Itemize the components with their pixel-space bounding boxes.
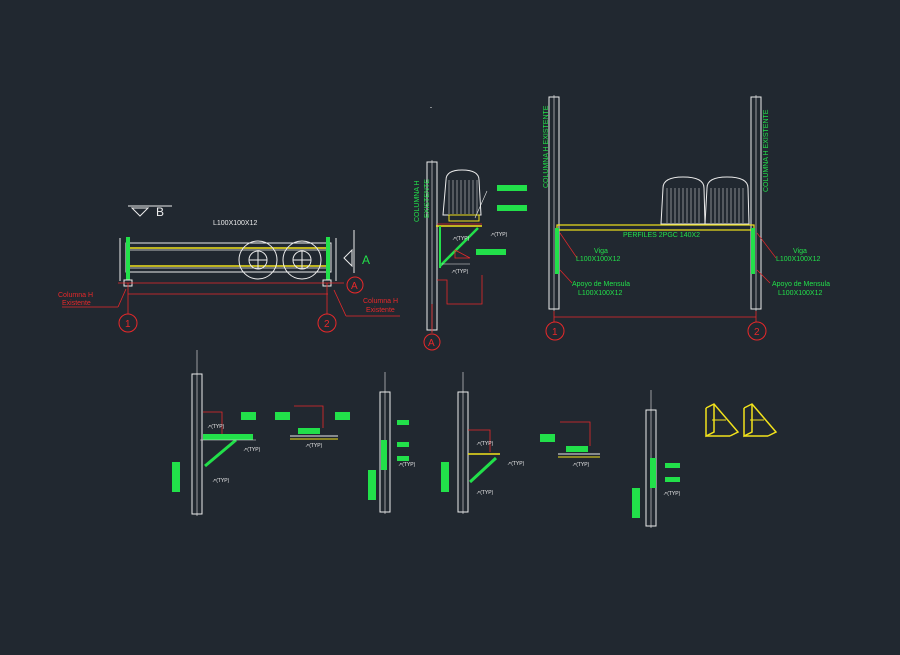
column2-h-label: Columna H (363, 298, 398, 305)
column-existing-label: Existente (62, 300, 91, 307)
svg-text:↗(TYP): ↗(TYP) (398, 462, 416, 468)
svg-text:↗(TYP): ↗(TYP) (212, 478, 230, 484)
left-plate (126, 237, 130, 280)
right-plate (326, 237, 330, 280)
left-beam-name: Viga (594, 248, 608, 255)
section-a-label: A (362, 253, 370, 267)
section-b-label: B (156, 205, 164, 219)
beam-label: PERFILES 2PGC 140X2 (623, 232, 700, 239)
elev-axis-1-label: 1 (552, 327, 558, 338)
svg-text:↗(TYP): ↗(TYP) (305, 443, 323, 449)
svg-text:↗(TYP): ↗(TYP) (452, 236, 470, 242)
axis-1-bubble (118, 313, 138, 333)
left-beam-size: L100X100X12 (576, 256, 620, 263)
svg-text:↗(TYP): ↗(TYP) (476, 490, 494, 496)
elevation-view: COLUMNA H EXISTENTE COLUMNA H EXISTENTE (543, 95, 830, 341)
left-column-label: COLUMNA H EXISTENTE (543, 105, 550, 188)
svg-text:↗(TYP): ↗(TYP) (243, 447, 261, 453)
column2-existing-label: Existente (366, 307, 395, 314)
cooling-tower-icon (660, 176, 706, 225)
detail-5: ↗(TYP) (540, 421, 600, 468)
svg-text:↗(TYP): ↗(TYP) (663, 491, 681, 497)
detail-4: ↗(TYP) ↗(TYP) ↗(TYP) (441, 372, 525, 514)
side-section: COLUMNA H EXISTENTE ↗(TYP) ↗(TYP) ↗(TYP) (414, 107, 527, 351)
detail-3: ↗(TYP) (368, 372, 416, 514)
column-label: COLUMNA H (414, 180, 421, 222)
column-h-label: Columna H (58, 292, 93, 299)
detail-6: ↗(TYP) (632, 390, 681, 528)
right-beam-size: L100X100X12 (776, 256, 820, 263)
right-beam-name: Viga (793, 248, 807, 255)
cooling-tower-icon (704, 176, 750, 225)
svg-text:↗(TYP): ↗(TYP) (507, 461, 525, 467)
detail-2: ↗(TYP) (275, 405, 350, 449)
right-bracket-name: Apoyo de Mensula (772, 281, 830, 288)
axis-1-label: 1 (125, 319, 131, 330)
detail-1: ↗(TYP) ↗(TYP) ↗(TYP) (172, 350, 261, 516)
fan-icon (282, 240, 322, 280)
svg-text:↗(TYP): ↗(TYP) (451, 269, 469, 275)
column-existing-label: EXISTENTE (424, 179, 431, 218)
grid-a-label: A (351, 281, 358, 292)
plan-view: B L100X100X12 A (58, 205, 400, 333)
main-beam (556, 224, 755, 231)
svg-text:↗(TYP): ↗(TYP) (572, 462, 590, 468)
right-bracket-size: L100X100X12 (778, 290, 822, 297)
elev-axis-2-label: 2 (754, 327, 760, 338)
axis-a-label: A (428, 338, 435, 349)
left-bracket-size: L100X100X12 (578, 290, 622, 297)
isometric-bracket-icon (743, 403, 778, 438)
right-column-label: COLUMNA H EXISTENTE (763, 109, 770, 192)
angle-label: L100X100X12 (213, 220, 257, 227)
section-a-marker: A (343, 230, 370, 273)
isometric-bracket-icon (705, 403, 740, 438)
section-b-marker: B (128, 205, 172, 219)
axis-2-bubble (317, 313, 337, 333)
svg-text:↗(TYP): ↗(TYP) (490, 232, 508, 238)
fan-icon (238, 240, 278, 280)
cooling-tower-icon (442, 169, 482, 222)
left-bracket-name: Apoyo de Mensula (572, 281, 630, 288)
svg-text:↗(TYP): ↗(TYP) (476, 441, 494, 447)
svg-text:↗(TYP): ↗(TYP) (207, 424, 225, 430)
axis-2-label: 2 (324, 319, 330, 330)
